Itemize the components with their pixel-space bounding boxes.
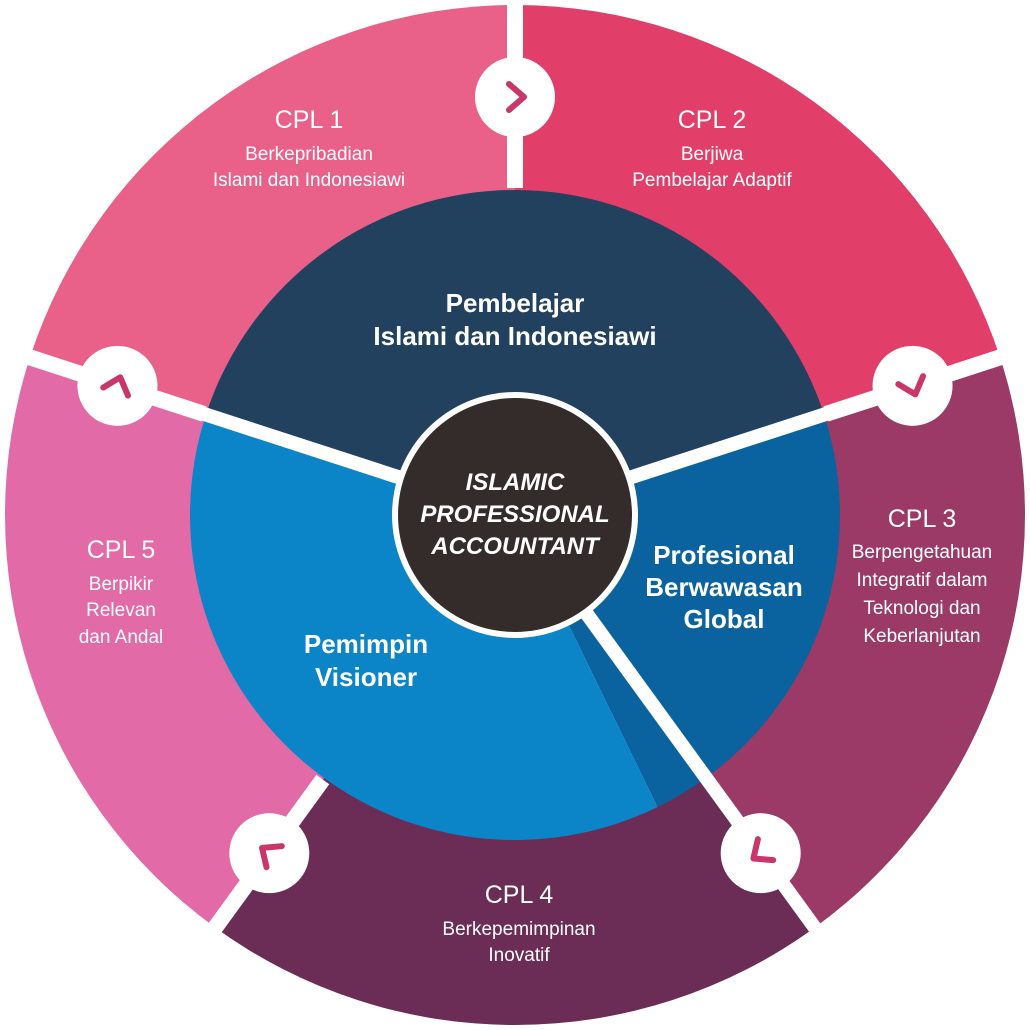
cpl1-line: Berkepribadian [245, 144, 373, 165]
inner-label-line: Pembelajar [446, 288, 585, 318]
cpl2-label: CPL 2 Berjiwa Pembelajar Adaptif [632, 106, 792, 191]
inner-label-profesional: Profesional Berwawasan Global [645, 540, 803, 634]
cpl4-line: Inovatif [488, 945, 550, 966]
cpl4-label: CPL 4 Berkepemimpinan Inovatif [442, 881, 595, 966]
cpl4-title: CPL 4 [485, 881, 554, 909]
cpl2-line: Pembelajar Adaptif [632, 170, 792, 191]
badge-circle [475, 57, 555, 137]
inner-label-pembelajar: Pembelajar Islami dan Indonesiawi [373, 288, 656, 351]
inner-label-pemimpin: Pemimpin Visioner [304, 629, 428, 692]
cpl4-line: Berkepemimpinan [442, 919, 595, 940]
badge-circle [77, 345, 158, 426]
arrow-up-left-icon [229, 813, 310, 894]
inner-sector-pemimpin [190, 414, 658, 841]
cpl3-line: Teknologi dan [863, 598, 980, 619]
badge-circle [872, 345, 953, 426]
core-circle [398, 398, 632, 632]
core-label-line: ACCOUNTANT [430, 533, 601, 560]
cpl5-line: dan Andal [79, 627, 164, 648]
cpl1-segment [29, 5, 515, 416]
inner-label-line: Pemimpin [304, 629, 428, 659]
badge-circle [229, 813, 310, 894]
cpl2-line: Berjiwa [681, 144, 744, 165]
cpl5-line: Berpikir [89, 574, 154, 595]
core-label: ISLAMIC PROFESSIONAL ACCOUNTANT [420, 469, 609, 560]
inner-label-line: Islami dan Indonesiawi [373, 321, 656, 351]
inner-label-line: Global [684, 604, 765, 634]
cpl3-line: Berpengetahuan [852, 542, 993, 563]
arrow-right-icon [475, 57, 555, 137]
inner-label-line: Berwawasan [645, 572, 803, 602]
arrow-down-icon [872, 345, 953, 426]
chevron-mark [506, 81, 527, 113]
cpl3-title: CPL 3 [888, 505, 957, 533]
cpl3-segment [704, 357, 1025, 928]
cpl5-segment [4, 357, 326, 928]
cpl1-label: CPL 1 Berkepribadian Islami dan Indonesi… [213, 106, 405, 191]
chevron-mark [100, 374, 131, 399]
cpl1-title: CPL 1 [275, 106, 344, 134]
cpl5-title: CPL 5 [87, 536, 156, 564]
chevron-mark [750, 836, 777, 864]
cpl3-label: CPL 3 Berpengetahuan Integratif dalam Te… [852, 505, 993, 647]
cpl2-title: CPL 2 [678, 106, 747, 134]
cpl4-segment [215, 776, 815, 1026]
cpl5-label: CPL 5 Berpikir Relevan dan Andal [79, 536, 164, 648]
arrow-down-left-icon [720, 813, 801, 894]
arrow-badges [77, 57, 953, 894]
cpl3-line: Keberlanjutan [863, 626, 980, 647]
outer-ring [4, 5, 1025, 1026]
core-label-line: ISLAMIC [466, 469, 565, 496]
arrow-up-icon [77, 345, 158, 426]
inner-label-line: Profesional [653, 540, 795, 570]
cpl5-line: Relevan [86, 600, 156, 621]
cpl1-line: Islami dan Indonesiawi [213, 170, 405, 191]
cpl2-segment [515, 5, 1001, 416]
inner-sector-pembelajar [205, 190, 825, 515]
cpl3-line: Integratif dalam [857, 570, 988, 591]
inner-label-line: Visioner [315, 662, 417, 692]
core-label-line: PROFESSIONAL [420, 501, 609, 528]
chevron-mark [895, 373, 927, 398]
chevron-mark [259, 843, 285, 871]
badge-circle [720, 813, 801, 894]
